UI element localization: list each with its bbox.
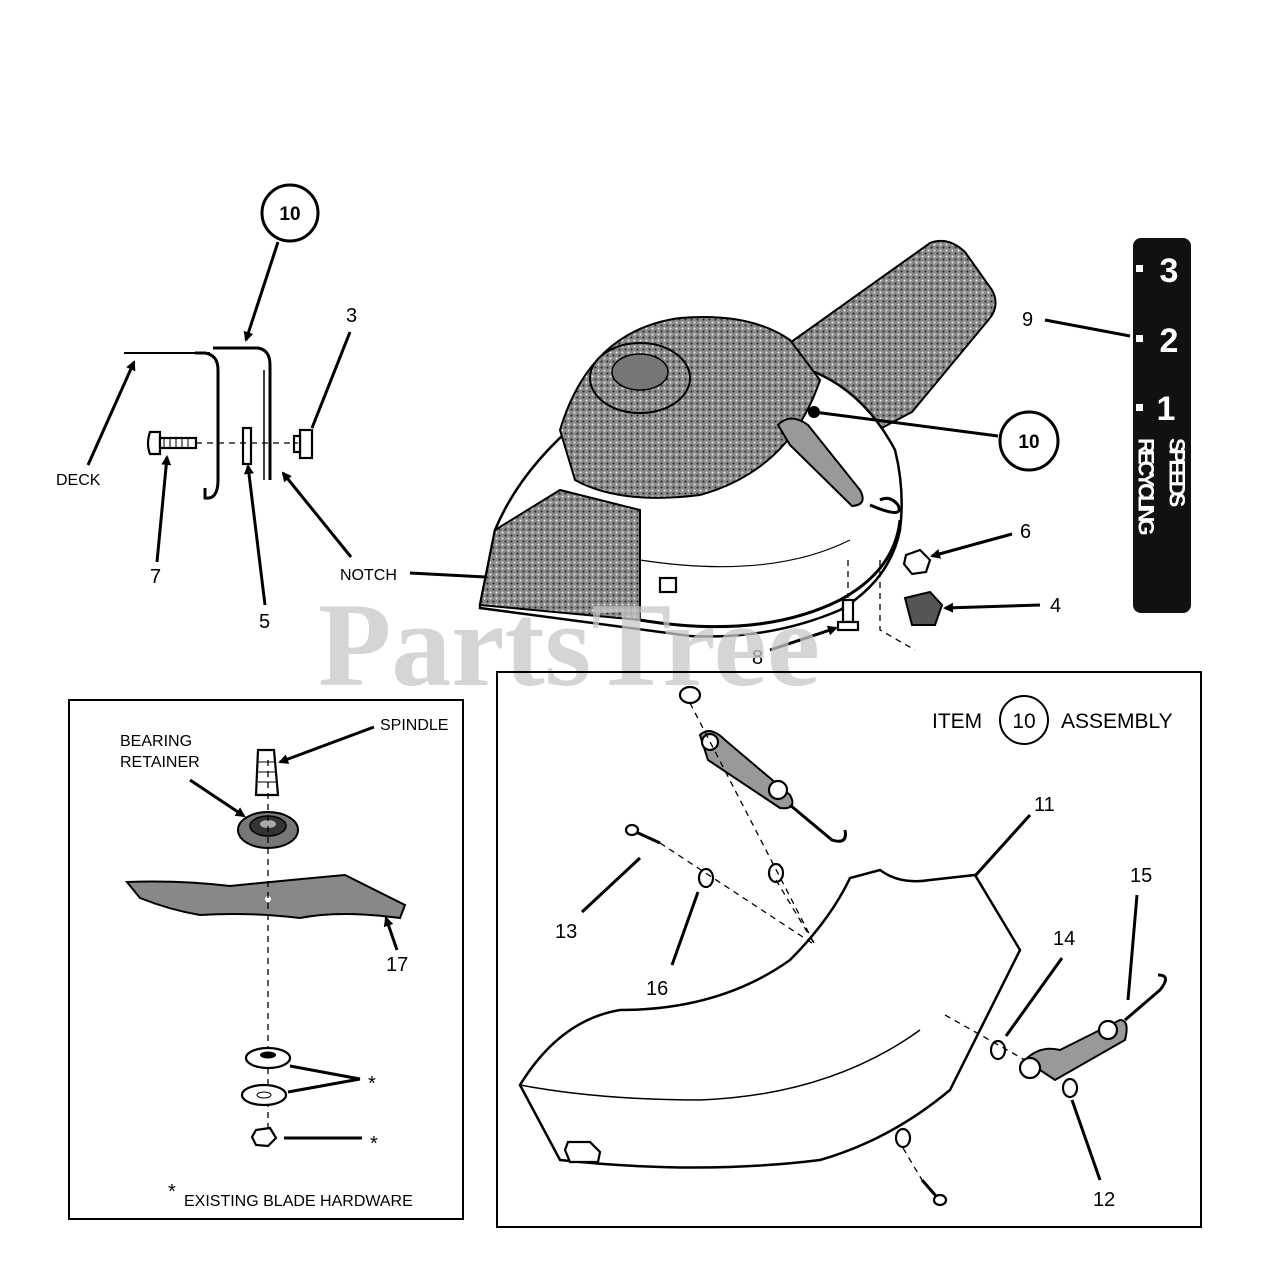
callout-12[interactable]: 12 bbox=[1093, 1189, 1115, 1211]
callout-15[interactable]: 15 bbox=[1130, 865, 1152, 887]
label-deck: DECK bbox=[56, 472, 101, 489]
screw-13[interactable] bbox=[624, 823, 661, 845]
label-notch: NOTCH bbox=[340, 567, 397, 584]
label-bearing-line1: BEARING bbox=[120, 733, 192, 750]
callout-10-top[interactable]: 10 bbox=[260, 183, 320, 243]
mower-deck: 10 6 4 8 9 bbox=[478, 239, 1131, 669]
clip[interactable] bbox=[903, 590, 944, 626]
notch-tab bbox=[658, 576, 678, 594]
footnote-text: EXISTING BLADE HARDWARE bbox=[184, 1193, 413, 1210]
svg-text:10: 10 bbox=[1018, 432, 1039, 453]
callout-16[interactable]: 16 bbox=[646, 978, 668, 1000]
recycling-speeds-decal: 3 2 1 RECYCLING SPEEDS bbox=[1133, 238, 1191, 613]
hook-bracket bbox=[195, 351, 220, 500]
carriage-bolt[interactable] bbox=[146, 430, 198, 456]
lower-deflector-link[interactable] bbox=[1018, 973, 1167, 1082]
deflector-shield[interactable] bbox=[518, 868, 1022, 1169]
callout-17[interactable]: 17 bbox=[386, 954, 408, 976]
spacer[interactable] bbox=[241, 426, 253, 466]
washer-12[interactable] bbox=[1061, 1077, 1079, 1099]
decal-word-speeds: SPEEDS bbox=[1165, 438, 1190, 507]
decal-speed-2: 2 bbox=[1160, 322, 1179, 360]
callout-3[interactable]: 3 bbox=[346, 305, 357, 327]
callout-11[interactable]: 11 bbox=[1034, 794, 1055, 816]
blade[interactable] bbox=[124, 873, 407, 920]
deflector-link bbox=[776, 417, 864, 508]
svg-text:10: 10 bbox=[1012, 710, 1035, 733]
footnote-star: * bbox=[168, 1181, 176, 1203]
decal-speed-3: 3 bbox=[1160, 252, 1179, 290]
leader-10-top bbox=[243, 241, 280, 342]
asterisk-washers: * bbox=[368, 1073, 376, 1095]
blade-nut[interactable] bbox=[250, 1126, 278, 1148]
svg-text:10: 10 bbox=[279, 204, 300, 225]
assembly-inset-frame bbox=[496, 671, 1202, 1228]
decal-speed-1: 1 bbox=[1157, 390, 1176, 428]
blade-inset: SPINDLE BEARING RETAINER 17 * * * bbox=[68, 699, 464, 1220]
callout-6[interactable]: 6 bbox=[1020, 521, 1031, 543]
callout-9[interactable]: 9 bbox=[1022, 309, 1033, 331]
assembly-title-suffix: ASSEMBLY bbox=[1061, 710, 1173, 733]
callout-7[interactable]: 7 bbox=[150, 566, 161, 588]
callout-4[interactable]: 4 bbox=[1050, 595, 1061, 617]
washer-16[interactable] bbox=[697, 867, 715, 889]
deck-bolt[interactable] bbox=[836, 598, 860, 632]
hex-nut[interactable] bbox=[902, 548, 932, 576]
washer-upper[interactable] bbox=[767, 862, 785, 884]
decal-word-recycling: RECYCLING bbox=[1134, 438, 1159, 534]
notched-bracket bbox=[213, 346, 272, 480]
callout-14[interactable]: 14 bbox=[1053, 928, 1075, 950]
watermark: PartsTree bbox=[318, 578, 820, 711]
screw-lower[interactable] bbox=[920, 1179, 948, 1207]
bracket-exploded-view: 10 DECK 7 5 3 bbox=[56, 183, 657, 633]
deck-skirt bbox=[478, 488, 641, 622]
label-bearing-line2: RETAINER bbox=[120, 754, 200, 771]
assembly-inset: ITEM 10 ASSEMBLY bbox=[496, 671, 1202, 1228]
upper-deflector-link[interactable] bbox=[678, 685, 847, 843]
callout-8[interactable]: 8 bbox=[752, 647, 763, 669]
blade-inset-frame bbox=[68, 699, 464, 1220]
label-spindle: SPINDLE bbox=[380, 717, 448, 734]
callout-13[interactable]: 13 bbox=[555, 921, 577, 943]
assembly-title-circle: 10 bbox=[999, 695, 1049, 745]
nut[interactable] bbox=[292, 428, 314, 460]
washer-14[interactable] bbox=[989, 1039, 1007, 1061]
callout-10-deck[interactable]: 10 bbox=[998, 410, 1060, 472]
asterisk-nut: * bbox=[370, 1133, 378, 1155]
callout-5[interactable]: 5 bbox=[259, 611, 270, 633]
decal-background bbox=[1133, 238, 1191, 613]
assembly-title-prefix: ITEM bbox=[932, 710, 982, 733]
washer-lower[interactable] bbox=[894, 1127, 912, 1149]
